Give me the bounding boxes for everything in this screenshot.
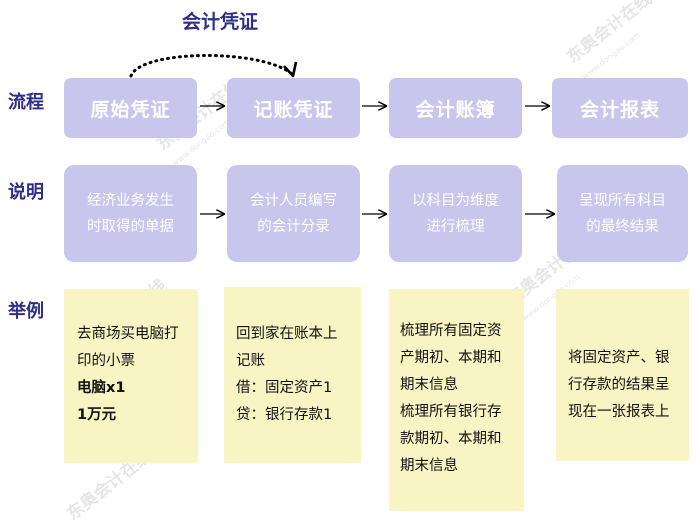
desc-box-3: 以科目为维度 进行梳理	[389, 165, 522, 262]
example-box-4: 将固定资产、银 行存款的结果呈 现在一张报表上	[556, 289, 689, 461]
desc-line: 时取得的单据	[87, 218, 174, 235]
accounting-voucher-label: 会计凭证	[182, 11, 259, 33]
example-line: 印的小票	[77, 353, 135, 369]
dotted-arc-arrow	[129, 54, 294, 78]
example-box-3: 梳理所有固定资 产期初、本期和 期末信息 梳理所有银行存 款期初、本期和 期末信…	[389, 289, 524, 511]
desc-box-2: 会计人员编写 的会计分录	[227, 165, 360, 262]
example-line: 1万元	[77, 407, 117, 423]
example-box-1: 去商场买电脑打 印的小票 电脑x1 1万元	[64, 289, 198, 463]
flow-box-bookkeeping-voucher: 记账凭证	[227, 78, 360, 138]
example-line: 回到家在账本上	[236, 326, 338, 342]
desc-line: 会计人员编写	[250, 192, 337, 209]
example-line: 将固定资产、银	[568, 350, 670, 366]
desc-box-4: 呈现所有科目 的最终结果	[557, 165, 688, 262]
desc-line: 进行梳理	[426, 218, 485, 235]
example-line: 梳理所有固定资	[400, 323, 502, 339]
row-label-flow: 流程	[8, 92, 44, 113]
example-line: 梳理所有银行存	[400, 404, 502, 420]
flow-box-original-voucher: 原始凭证	[64, 78, 197, 138]
desc-line: 呈现所有科目	[579, 192, 666, 209]
example-line: 行存款的结果呈	[568, 377, 670, 393]
example-line: 产期初、本期和	[400, 350, 502, 366]
desc-box-1: 经济业务发生 时取得的单据	[64, 165, 197, 262]
example-line: 期末信息	[400, 458, 458, 474]
dotted-arc-arrowhead	[283, 61, 298, 78]
desc-line: 的会计分录	[257, 218, 330, 235]
flow-box-account-books: 会计账簿	[389, 78, 522, 138]
row-label-desc: 说明	[8, 182, 44, 203]
example-line: 去商场买电脑打	[77, 326, 179, 342]
example-line: 期末信息	[400, 377, 458, 393]
example-line: 记账	[236, 353, 265, 369]
example-line: 贷：银行存款1	[236, 407, 333, 423]
desc-line: 的最终结果	[586, 218, 659, 235]
example-line: 电脑x1	[77, 380, 126, 396]
example-box-2: 回到家在账本上 记账 借：固定资产1 贷：银行存款1	[224, 287, 361, 463]
row-label-example: 举例	[8, 301, 44, 322]
example-line: 现在一张报表上	[568, 404, 670, 420]
example-line: 借：固定资产1	[236, 380, 333, 396]
desc-line: 经济业务发生	[87, 192, 174, 209]
desc-line: 以科目为维度	[412, 192, 499, 209]
flow-box-financial-statements: 会计报表	[552, 78, 688, 138]
example-line: 款期初、本期和	[400, 431, 502, 447]
